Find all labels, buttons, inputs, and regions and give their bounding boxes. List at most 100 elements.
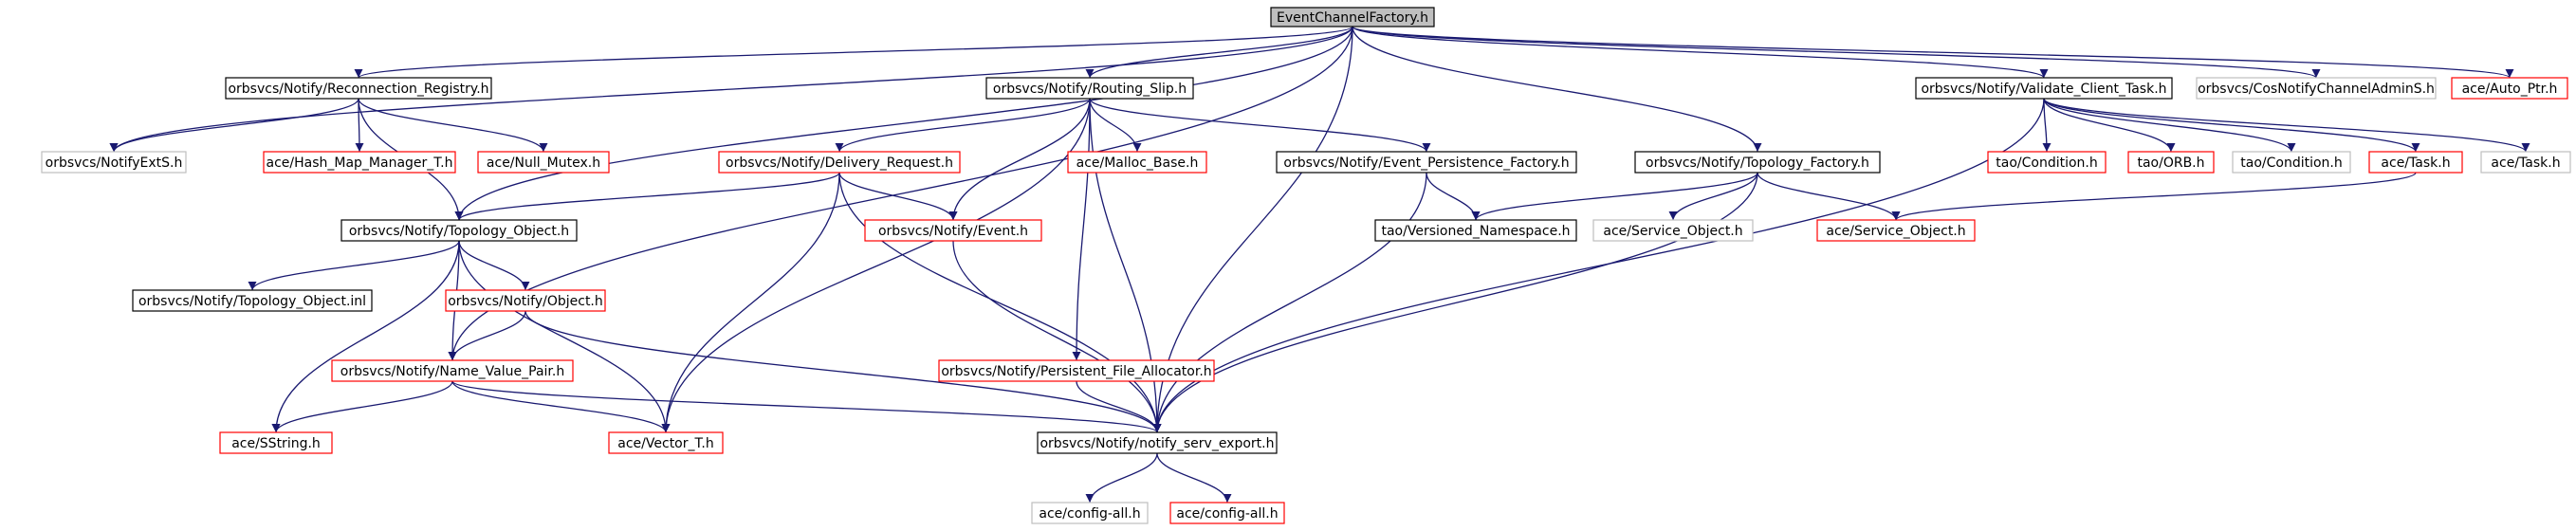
edge-delivery-to-servexport (838, 172, 1162, 433)
node-box (1276, 151, 1577, 174)
edge-delivery-to-event (838, 172, 958, 221)
node-box (938, 359, 1215, 382)
edge-object-to-namevalue (448, 310, 526, 361)
node-tao-orb-h[interactable]: tao/ORB.h (2127, 151, 2215, 174)
node-label: tao/ORB.h (2137, 156, 2204, 171)
edge-evpersist-to-versioned (1426, 172, 1481, 221)
node-label: orbsvcs/Notify/Topology_Object.inl (138, 294, 366, 309)
edge-routing-to-malloc (1089, 98, 1142, 153)
node-box (1816, 219, 1976, 242)
node-ace-vector-t-h[interactable]: ace/Vector_T.h (608, 431, 724, 454)
node-orbsvcs-notify-validate-client-task-h: orbsvcs/Notify/Validate_Client_Task.h (1915, 77, 2173, 100)
node-label: EventChannelFactory.h (1277, 10, 1428, 26)
edge-object-to-servexport (524, 310, 1162, 433)
node-box (445, 289, 606, 312)
edge-root-to-topoobj (454, 26, 1353, 221)
edge-validate-to-acetask (2043, 98, 2530, 153)
node-label: orbsvcs/Notify/Event_Persistence_Factory… (1283, 156, 1569, 171)
nodes-layer: EventChannelFactory.h orbsvcs/Notify/Reco… (41, 7, 2571, 524)
node-label: ace/Task.h (2491, 156, 2560, 171)
node-ace-malloc-base-h[interactable]: ace/Malloc_Base.h (1067, 151, 1207, 174)
node-orbsvcs-notify-notify-serv-export-h: orbsvcs/Notify/notify_serv_export.h (1037, 431, 1278, 454)
edge-topoobj-to-object (458, 240, 530, 291)
node-box (263, 151, 456, 174)
node-label: tao/Versioned_Namespace.h (1381, 224, 1570, 239)
node-ace-task-h[interactable]: ace/Task.h (2368, 151, 2463, 174)
node-label: orbsvcs/Notify/Object.h (448, 294, 603, 309)
edge-topofactory-to-servobj (1757, 172, 1901, 221)
node-ace-auto-ptr-h[interactable]: ace/Auto_Ptr.h (2451, 77, 2568, 100)
edge-topofactory-to-servobj_plain (1668, 172, 1758, 221)
node-label: ace/Hash_Map_Manager_T.h (266, 156, 452, 171)
edge-routing-to-delivery (835, 98, 1091, 153)
node-orbsvcs-notify-delivery-request-h[interactable]: orbsvcs/Notify/Delivery_Request.h (718, 151, 961, 174)
node-label: orbsvcs/Notify/Routing_Slip.h (993, 82, 1187, 97)
node-box (41, 151, 187, 174)
edge-root-to-recreg (354, 26, 1353, 79)
node-label: ace/config-all.h (1176, 506, 1278, 522)
node-orbsvcs-notify-name-value-pair-h[interactable]: orbsvcs/Notify/Name_Value_Pair.h (331, 359, 574, 382)
edge-validate-to-taoorb (2043, 98, 2176, 153)
node-orbsvcs-notify-object-h[interactable]: orbsvcs/Notify/Object.h (445, 289, 606, 312)
node-box (1169, 502, 1285, 524)
node-label: ace/Auto_Ptr.h (2462, 82, 2558, 97)
edge-acetask_red-to-servobj (1891, 172, 2417, 221)
node-box (1915, 77, 2173, 100)
edge-namevalue-to-servexport (451, 380, 1162, 433)
node-label: ace/config-all.h (1039, 506, 1140, 522)
edge-delivery-to-vector (661, 172, 840, 433)
node-label: tao/Condition.h (1996, 156, 2097, 171)
node-label: tao/Condition.h (2240, 156, 2342, 171)
edge-topofactory-to-versioned (1471, 172, 1758, 221)
edge-routing-to-servexport (1089, 98, 1162, 433)
node-box (718, 151, 961, 174)
node-box (2232, 151, 2351, 174)
node-ace-hash-map-manager-t-h[interactable]: ace/Hash_Map_Manager_T.h (263, 151, 456, 174)
node-label: ace/Service_Object.h (1603, 224, 1742, 239)
node-ace-null-mutex-h[interactable]: ace/Null_Mutex.h (477, 151, 610, 174)
node-orbsvcs-notify-event-h[interactable]: orbsvcs/Notify/Event.h (864, 219, 1042, 242)
node-box (1037, 431, 1278, 454)
node-label: ace/Null_Mutex.h (487, 156, 600, 171)
node-box (1987, 151, 2107, 174)
node-box (132, 289, 373, 312)
node-label: orbsvcs/Notify/Event.h (878, 224, 1028, 239)
node-ace-service-object-h[interactable]: ace/Service_Object.h (1816, 219, 1976, 242)
node-label: ace/Malloc_Base.h (1076, 156, 1199, 171)
node-box (2480, 151, 2571, 174)
edge-root-to-topofactory (1352, 26, 1762, 153)
edge-servexport-to-configall (1156, 452, 1232, 504)
node-ace-config-all-h[interactable]: ace/config-all.h (1169, 502, 1285, 524)
node-box (1067, 151, 1207, 174)
edge-topofactory-to-servexport (1152, 172, 1758, 433)
edge-routing-to-persistalloc (1072, 98, 1091, 361)
node-label: orbsvcs/NotifyExtS.h (46, 156, 183, 171)
node-box (2196, 77, 2437, 100)
node-label: orbsvcs/CosNotifyChannelAdminS.h (2198, 82, 2435, 97)
node-box (219, 431, 333, 454)
node-label: orbsvcs/Notify/notify_serv_export.h (1040, 436, 1274, 451)
node-tao-condition-h[interactable]: tao/Condition.h (1987, 151, 2107, 174)
edge-routing-to-evpersist (1089, 98, 1431, 153)
edge-validate-to-servexport (1152, 98, 2045, 433)
edge-root-to-routing (1085, 26, 1353, 79)
node-label: orbsvcs/Notify/Topology_Factory.h (1646, 156, 1869, 171)
node-orbsvcs-notify-reconnection-registry-h: orbsvcs/Notify/Reconnection_Registry.h (225, 77, 492, 100)
edge-validate-to-acetask_red (2043, 98, 2420, 153)
node-orbsvcs-notify-topology-factory-h: orbsvcs/Notify/Topology_Factory.h (1634, 151, 1881, 174)
node-orbsvcs-notify-persistent-file-allocator-h[interactable]: orbsvcs/Notify/Persistent_File_Allocator… (938, 359, 1215, 382)
edge-root-to-autoptr (1352, 26, 2514, 79)
node-label: orbsvcs/Notify/Validate_Client_Task.h (1921, 82, 2166, 97)
edge-root-to-cosnotify (1352, 26, 2321, 79)
node-label: orbsvcs/Notify/Delivery_Request.h (726, 156, 953, 171)
edge-delivery-to-topoobj (454, 172, 840, 221)
node-ace-sstring-h[interactable]: ace/SString.h (219, 431, 333, 454)
node-label: orbsvcs/Notify/Reconnection_Registry.h (228, 82, 488, 97)
node-tao-versioned-namespace-h: tao/Versioned_Namespace.h (1374, 219, 1577, 242)
node-label: ace/Service_Object.h (1826, 224, 1965, 239)
node-orbsvcs-notifyexts-h: orbsvcs/NotifyExtS.h (41, 151, 187, 174)
node-box (1270, 7, 1435, 27)
edge-topoobj-to-topoinl (248, 240, 460, 291)
edge-event-to-servexport (952, 240, 1162, 433)
node-box (985, 77, 1194, 100)
